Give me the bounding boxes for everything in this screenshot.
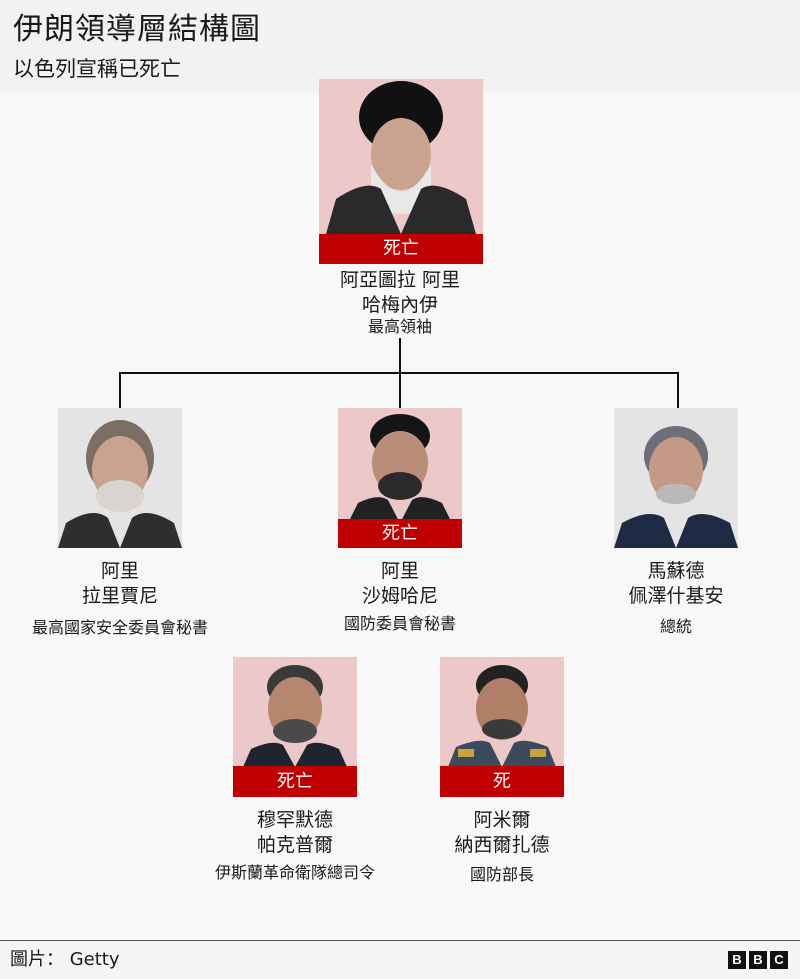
name-larijani: 阿里 拉里賈尼 [81,560,158,607]
role-pezeshkian: 總統 [659,617,692,636]
portrait-larijani [58,408,182,548]
footer-divider [0,940,800,941]
name-pezeshkian: 馬蘇德 佩澤什基安 [628,560,724,607]
name-pakpour: 穆罕默德 帕克普爾 [256,809,333,856]
portrait-nasirzadeh: 死 [440,657,564,797]
connector-top-vertical [399,338,401,374]
footer: 圖片： Getty B B C [0,941,800,979]
image-credit: 圖片： Getty [10,949,120,970]
bbc-logo: B B C [728,951,788,969]
portrait-pakpour: 死亡 [233,657,357,797]
status-badge-dead: 死 [440,766,564,797]
bbc-logo-letter: B [728,951,746,969]
role-shamkhani: 國防委員會秘書 [343,614,456,633]
name-khamenei: 阿亞圖拉 阿里 哈梅內伊 [339,269,461,316]
name-shamkhani: 阿里 沙姆哈尼 [361,560,438,607]
portrait-shamkhani: 死亡 [338,408,462,548]
role-larijani: 最高國家安全委員會秘書 [31,618,208,637]
status-badge-dead: 死亡 [233,766,357,797]
role-pakpour: 伊斯蘭革命衛隊總司令 [214,863,375,882]
person-silhouette-icon [448,665,556,767]
bbc-logo-letter: C [770,951,788,969]
connector-left-vertical [119,372,121,408]
person-silhouette-icon [243,665,347,767]
person-silhouette-icon [326,81,476,234]
header: 伊朗領導層結構圖 以色列宣稱已死亡 [0,0,800,93]
chart-title: 伊朗領導層結構圖 [13,12,261,47]
person-silhouette-icon [348,414,452,523]
portrait-khamenei: 死亡 [319,79,483,264]
connector-right-vertical [677,372,679,408]
portrait-pezeshkian [614,408,738,548]
bbc-logo-letter: B [749,951,767,969]
status-badge-dead: 死亡 [319,234,483,264]
person-silhouette-icon [58,420,182,548]
status-badge-dead: 死亡 [338,519,462,548]
name-nasirzadeh: 阿米爾 納西爾扎德 [454,809,550,856]
person-silhouette-icon [614,426,738,548]
role-khamenei: 最高領袖 [367,317,432,336]
role-nasirzadeh: 國防部長 [469,865,534,884]
connector-center-vertical [399,372,401,408]
chart-subtitle: 以色列宣稱已死亡 [13,57,181,81]
